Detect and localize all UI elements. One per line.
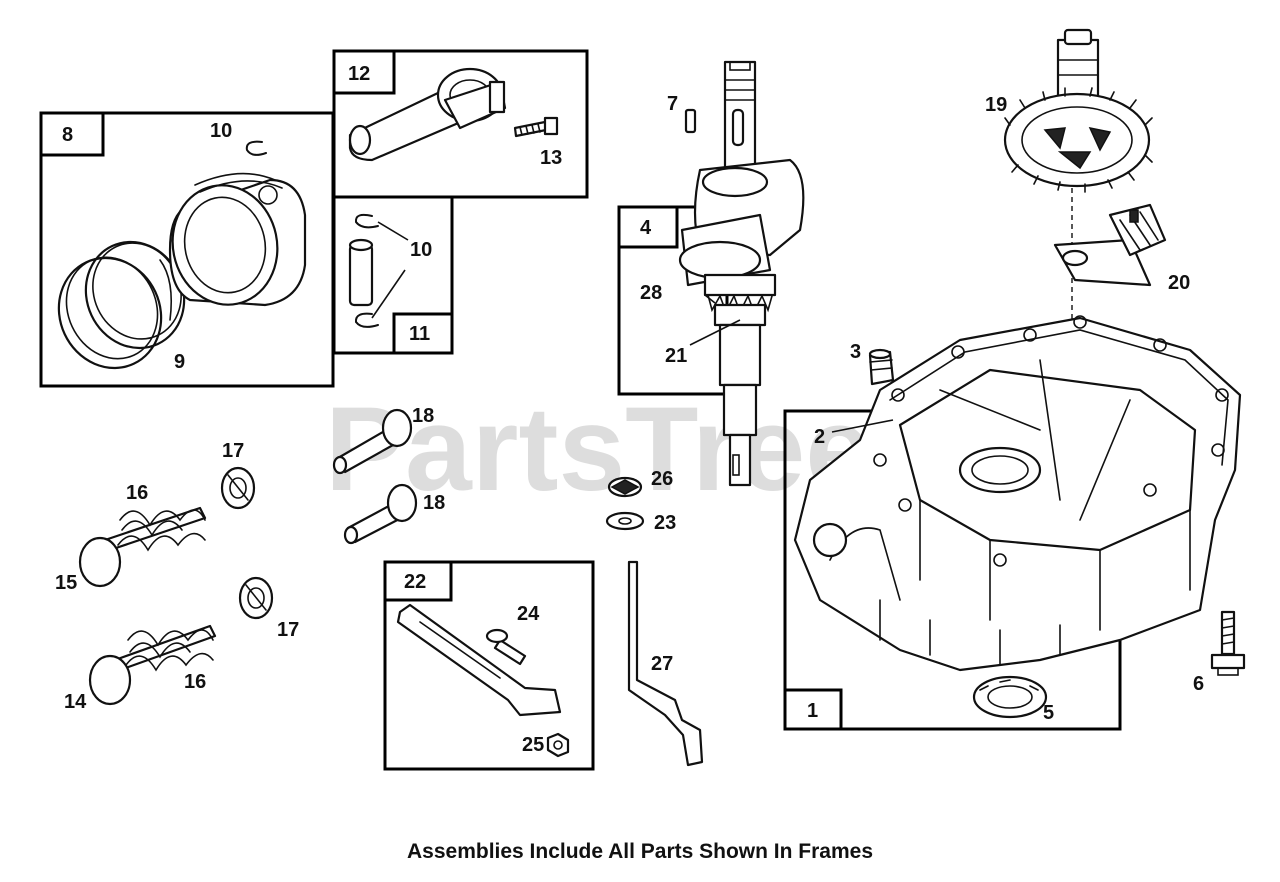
tappet-upper [332,408,413,475]
crankshaft [678,60,805,487]
crankcase [793,315,1242,672]
frame-11-label: 11 [409,323,430,345]
tappet-lower [343,483,418,545]
frame-8-label: 8 [62,124,73,146]
callout-25-nut: 25 [522,734,544,756]
diagram-caption: Assemblies Include All Parts Shown In Fr… [406,840,874,863]
callout-3-plug: 3 [850,341,861,363]
frame-11: 11 [332,195,454,355]
callout-24-bolt: 24 [517,603,540,625]
piston-pin-clip-small [245,140,267,156]
callout-19-cam-gear: 19 [985,94,1007,116]
callout-23-washer: 23 [654,512,676,534]
callout-28-gear: 28 [640,282,662,304]
frame-4: 4 [617,205,729,396]
callout-27-shaft: 27 [651,653,673,675]
exhaust-valve-assembly [78,506,207,588]
valve-retainer-lower [238,576,274,620]
valve-retainer-upper [220,466,256,510]
frame-1-label: 1 [807,700,818,722]
governor-shaft [627,560,704,767]
callout-13-rod-bolt: 13 [540,147,562,169]
callout-5-seal: 5 [1043,702,1054,724]
rod-bolt [513,116,559,138]
callout-26-washer: 26 [651,468,673,490]
crank-key [684,108,697,134]
callout-10-ring-clip: 10 [210,120,232,142]
oil-seal [972,675,1048,719]
frame-8: 8 [39,111,335,388]
frame-4-label: 4 [640,217,652,239]
callout-17-retainer-upper: 17 [222,440,244,462]
callout-10-pin-clips: 10 [410,239,432,261]
piston [168,172,307,307]
callout-18-tappet-upper: 18 [412,405,434,427]
piston-pin [348,213,379,328]
callout-2-gasket: 2 [814,426,825,448]
callout-7-key: 7 [667,93,678,115]
frame-12-label: 12 [348,63,370,85]
callout-9-piston-rings: 9 [174,351,185,373]
governor [1053,203,1167,287]
lever-bolt [485,628,527,666]
washer-26 [607,476,643,498]
connecting-rod [348,67,507,162]
callout-20-governor: 20 [1168,272,1190,294]
frame-22: 22 [383,560,595,771]
callout-16-spring-lower: 16 [184,671,206,693]
callout-21-crank-gear: 21 [665,345,687,367]
sump-plug [868,348,895,386]
watermark: PartsTree [325,382,872,516]
frame-22-label: 22 [404,571,426,593]
governor-lever [396,603,562,717]
lever-nut [546,732,570,758]
callout-18-tappet-lower: 18 [423,492,445,514]
callout-6-bolt: 6 [1193,673,1204,695]
callout-16-spring-upper: 16 [126,482,148,504]
frame-12: 12 [332,49,589,199]
washer-23 [605,511,645,531]
sump-bolt [1210,610,1246,676]
intake-valve-assembly [88,624,217,706]
cam-gear [1003,28,1153,193]
leader-lines [689,294,894,433]
callout-17-retainer-lower: 17 [277,619,299,641]
callouts: 10 9 13 10 7 28 21 19 20 3 2 18 18 17 16… [55,93,1204,756]
callout-15-exhaust-valve: 15 [55,572,77,594]
callout-14-intake-valve: 14 [64,691,87,713]
